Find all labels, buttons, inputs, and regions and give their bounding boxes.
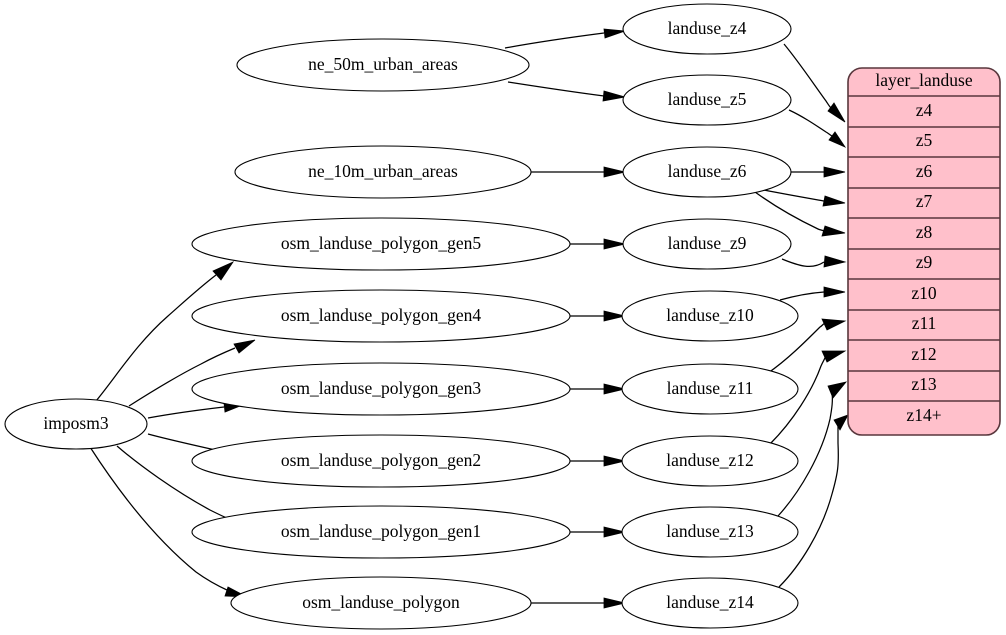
node-landuse_z11[interactable]: landuse_z11 (621, 363, 799, 415)
node-landuse_z10-label: landuse_z10 (666, 305, 754, 325)
node-osm_landuse_polygon[interactable]: osm_landuse_polygon (230, 576, 532, 630)
edge-landuse_z5-to-z5 (788, 109, 847, 148)
node-ne_10m_urban_areas[interactable]: ne_10m_urban_areas (234, 145, 532, 199)
edge-imposm3-to-osm_landuse_polygon_gen4 (128, 339, 256, 407)
layer-row-z13[interactable]: z13 (911, 374, 937, 394)
edge-osm_landuse_polygon_gen2-to-landuse_z12 (570, 455, 626, 467)
node-landuse_z10[interactable]: landuse_z10 (621, 290, 799, 342)
edge-landuse_z10-to-z10 (779, 286, 846, 301)
node-landuse_z11-label: landuse_z11 (667, 378, 754, 398)
node-osm_landuse_polygon-label: osm_landuse_polygon (302, 592, 460, 612)
edge-imposm3-to-osm_landuse_polygon_gen5 (95, 261, 235, 402)
edge-ne_50m_urban_areas-to-landuse_z5 (507, 81, 626, 102)
edge-ne_50m_urban_areas-to-landuse_z4 (504, 28, 626, 49)
node-landuse_z5[interactable]: landuse_z5 (622, 74, 792, 126)
node-landuse_z12-label: landuse_z12 (666, 450, 753, 470)
edge-landuse_z6-to-z7 (763, 189, 846, 207)
node-landuse_z12[interactable]: landuse_z12 (621, 435, 799, 487)
node-landuse_z4-label: landuse_z4 (668, 18, 747, 38)
node-ne_50m_urban_areas[interactable]: ne_50m_urban_areas (236, 38, 530, 92)
node-osm_landuse_polygon_gen3[interactable]: osm_landuse_polygon_gen3 (191, 362, 571, 416)
layer-row-z11[interactable]: z11 (912, 313, 937, 333)
node-osm_landuse_polygon_gen3-label: osm_landuse_polygon_gen3 (281, 378, 482, 398)
layer-row-z10[interactable]: z10 (911, 283, 937, 303)
layer-table-outline (847, 67, 1001, 436)
edge-osm_landuse_polygon-to-landuse_z14 (531, 597, 626, 609)
layer-row-z6[interactable]: z6 (916, 161, 933, 181)
node-ne_50m_urban_areas-label: ne_50m_urban_areas (308, 54, 458, 74)
layer-row-z14-plus[interactable]: z14+ (906, 405, 941, 425)
edge-osm_landuse_polygon_gen4-to-landuse_z10 (570, 310, 626, 322)
edge-landuse_z12-to-z12 (769, 350, 847, 445)
layer-row-z4[interactable]: z4 (916, 100, 933, 120)
layer-row-z8[interactable]: z8 (916, 222, 933, 242)
edge-landuse_z6-to-z8 (754, 191, 846, 237)
node-landuse_z9[interactable]: landuse_z9 (622, 218, 792, 270)
node-imposm3-label: imposm3 (43, 413, 108, 433)
edge-landuse_z4-to-z4 (783, 43, 846, 123)
node-landuse_z5-label: landuse_z5 (668, 89, 747, 109)
node-landuse_z6[interactable]: landuse_z6 (622, 146, 792, 198)
node-osm_landuse_polygon_gen1-label: osm_landuse_polygon_gen1 (281, 521, 481, 541)
layer-row-z12[interactable]: z12 (911, 344, 936, 364)
node-landuse_z9-label: landuse_z9 (668, 233, 747, 253)
edge-landuse_z9-to-z9 (781, 255, 847, 268)
node-layer: imposm3 ne_50m_urban_areas ne_10m_urban_… (4, 3, 799, 630)
layer-row-z7[interactable]: z7 (916, 191, 933, 211)
node-landuse_z14-label: landuse_z14 (666, 592, 754, 612)
node-osm_landuse_polygon_gen1[interactable]: osm_landuse_polygon_gen1 (191, 505, 571, 559)
node-osm_landuse_polygon_gen5[interactable]: osm_landuse_polygon_gen5 (191, 217, 571, 271)
edge-osm_landuse_polygon_gen1-to-landuse_z13 (570, 526, 626, 538)
edge-landuse_z11-to-z11 (767, 318, 847, 374)
node-landuse_z13[interactable]: landuse_z13 (621, 506, 799, 558)
node-landuse_z4[interactable]: landuse_z4 (622, 3, 792, 55)
edge-ne_10m_urban_areas-to-landuse_z6 (531, 166, 626, 178)
node-imposm3[interactable]: imposm3 (4, 398, 148, 450)
node-landuse_z6-label: landuse_z6 (668, 161, 747, 181)
node-landuse_z14[interactable]: landuse_z14 (621, 577, 799, 629)
node-osm_landuse_polygon_gen2-label: osm_landuse_polygon_gen2 (281, 450, 481, 470)
layer-row-z5[interactable]: z5 (916, 130, 933, 150)
layer-landuse-table[interactable]: layer_landuse z4 z5 z6 z7 z8 z9 z10 z11 … (847, 67, 1001, 436)
node-osm_landuse_polygon_gen2[interactable]: osm_landuse_polygon_gen2 (191, 434, 571, 488)
layer-table-title: layer_landuse (875, 70, 972, 90)
layer-table-separators (848, 95, 1000, 402)
node-ne_10m_urban_areas-label: ne_10m_urban_areas (308, 161, 458, 181)
node-osm_landuse_polygon_gen4-label: osm_landuse_polygon_gen4 (281, 305, 482, 325)
node-osm_landuse_polygon_gen4[interactable]: osm_landuse_polygon_gen4 (191, 289, 571, 343)
edge-landuse_z6-to-z6 (790, 166, 846, 178)
layer-row-z9[interactable]: z9 (916, 252, 933, 272)
edge-osm_landuse_polygon_gen5-to-landuse_z9 (570, 238, 626, 250)
edge-osm_landuse_polygon_gen3-to-landuse_z11 (570, 383, 626, 395)
edge-landuse_z13-to-z13 (777, 381, 848, 517)
node-osm_landuse_polygon_gen5-label: osm_landuse_polygon_gen5 (281, 233, 482, 253)
node-landuse_z13-label: landuse_z13 (666, 521, 754, 541)
edge-landuse_z14-to-z14p (778, 414, 849, 588)
